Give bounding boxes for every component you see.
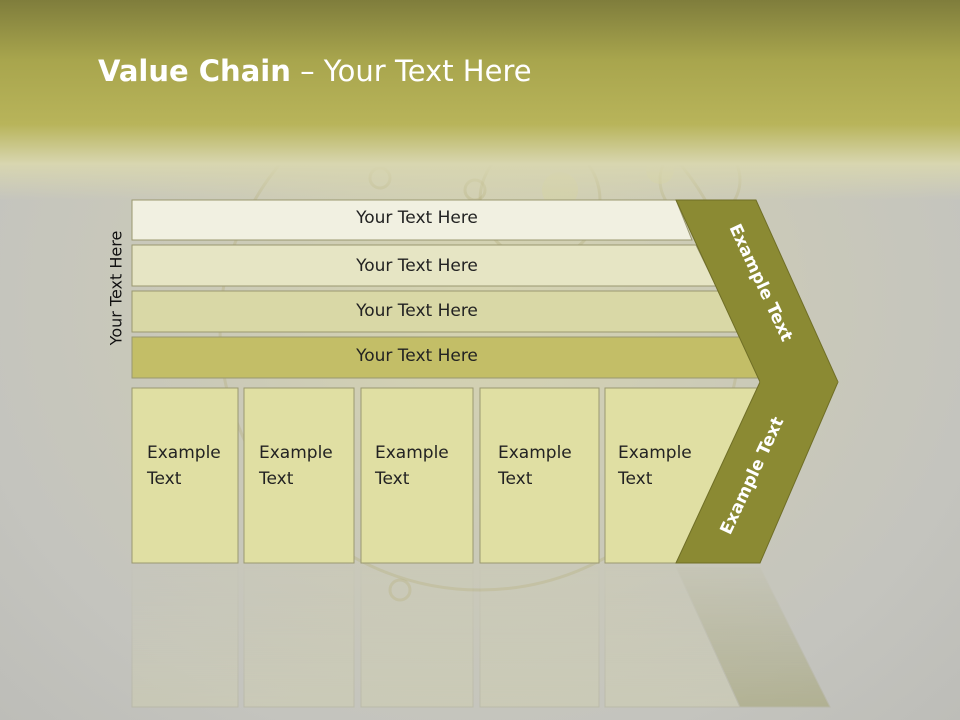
column-4 bbox=[479, 387, 600, 564]
title-bold: Value Chain bbox=[98, 54, 291, 88]
reflection-shapes bbox=[131, 567, 831, 708]
reflection-chevron bbox=[675, 567, 831, 708]
title-rest: – Your Text Here bbox=[290, 54, 532, 88]
column-3 bbox=[360, 387, 474, 564]
column-4-label: Example Text bbox=[498, 443, 572, 489]
reflection-column-4 bbox=[479, 567, 600, 708]
column-1 bbox=[131, 387, 239, 564]
column-5-label: Example Text bbox=[618, 443, 692, 489]
bar-1-label: Your Text Here bbox=[356, 208, 478, 228]
bar-3-label: Your Text Here bbox=[356, 301, 478, 321]
diagram-reflection bbox=[0, 567, 960, 720]
column-2-label: Example Text bbox=[259, 443, 333, 489]
header-band bbox=[0, 0, 960, 200]
slide-title: Value Chain – Your Text Here bbox=[98, 54, 532, 88]
bar-1 bbox=[131, 199, 693, 241]
column-3-label: Example Text bbox=[375, 443, 449, 489]
reflection-column-5 bbox=[604, 567, 741, 708]
reflection-column-2 bbox=[243, 567, 355, 708]
column-1-label: Example Text bbox=[147, 443, 221, 489]
reflection-column-3 bbox=[360, 567, 474, 708]
reflection-column-1 bbox=[131, 567, 239, 708]
bar-2-label: Your Text Here bbox=[356, 256, 478, 276]
bar-4-label: Your Text Here bbox=[356, 346, 478, 366]
column-2 bbox=[243, 387, 355, 564]
